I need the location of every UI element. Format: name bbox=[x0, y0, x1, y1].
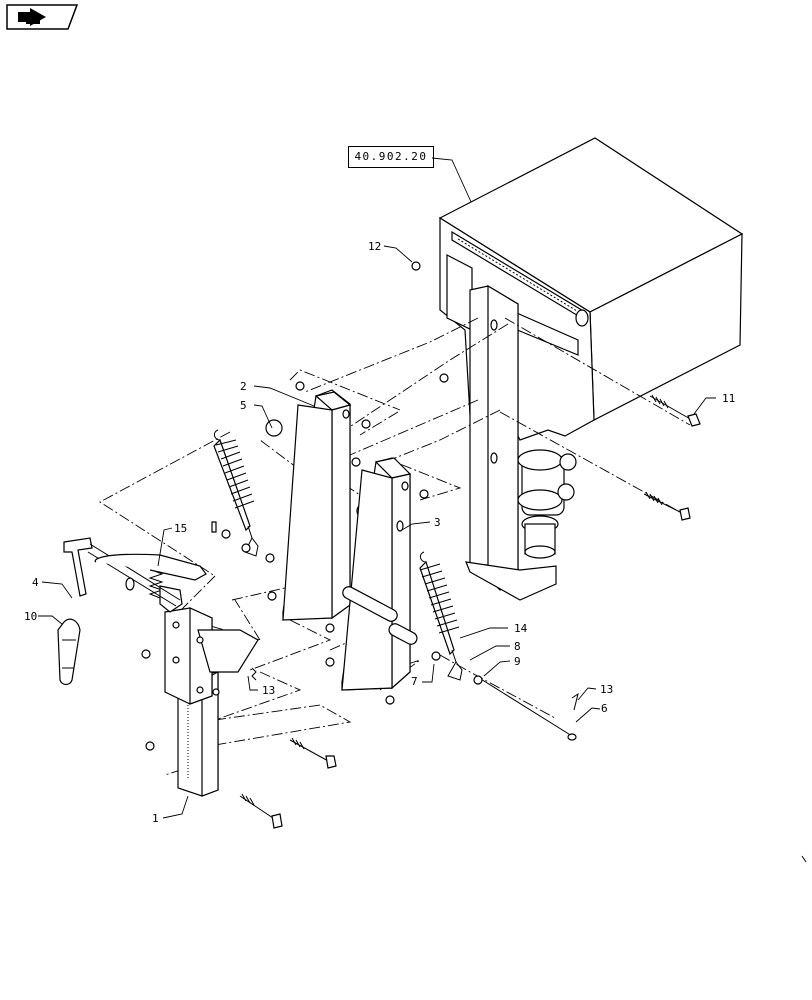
callout-9[interactable]: 9 bbox=[514, 655, 521, 668]
callout-5[interactable]: 5 bbox=[240, 399, 247, 412]
callout-13-right[interactable]: 13 bbox=[600, 683, 613, 696]
reference-label: 40.902.20 bbox=[354, 150, 428, 163]
callout-7[interactable]: 7 bbox=[411, 675, 418, 688]
callout-14[interactable]: 14 bbox=[514, 622, 528, 635]
assembly-guide-lines bbox=[99, 317, 691, 776]
callout-2[interactable]: 2 bbox=[240, 380, 247, 393]
callout-1[interactable]: 1 bbox=[152, 812, 159, 825]
bolt-11 bbox=[649, 394, 701, 427]
reference-leader bbox=[431, 157, 473, 205]
callout-10[interactable]: 10 bbox=[24, 610, 37, 623]
callout-4[interactable]: 4 bbox=[32, 576, 39, 589]
callout-15[interactable]: 15 bbox=[174, 522, 187, 535]
bolt-lower-right bbox=[643, 491, 691, 521]
right-spring bbox=[419, 551, 463, 681]
bolt-lower-left-a bbox=[289, 737, 337, 769]
part-2-bar bbox=[282, 389, 364, 621]
callout-6[interactable]: 6 bbox=[601, 702, 608, 715]
callout-leaders bbox=[38, 245, 716, 819]
left-spring bbox=[213, 429, 259, 557]
handle-rod bbox=[63, 537, 207, 607]
callout-13-left[interactable]: 13 bbox=[262, 684, 275, 697]
grip-part-10 bbox=[57, 618, 81, 686]
callout-3[interactable]: 3 bbox=[434, 516, 441, 529]
bolt-lower-left-b bbox=[239, 793, 283, 829]
back-arrow-icon bbox=[18, 8, 46, 26]
part-3-bar bbox=[341, 457, 412, 691]
callout-11[interactable]: 11 bbox=[722, 392, 735, 405]
callout-8[interactable]: 8 bbox=[514, 640, 521, 653]
part-1-upright bbox=[159, 585, 259, 797]
pin-6 bbox=[475, 675, 577, 741]
back-navigation-button[interactable] bbox=[6, 4, 78, 30]
small-spring-15 bbox=[148, 569, 164, 599]
housing-assembly bbox=[438, 137, 744, 601]
pivot-hub bbox=[517, 449, 577, 559]
reference-label-box[interactable]: 40.902.20 bbox=[348, 146, 434, 168]
callout-12[interactable]: 12 bbox=[368, 240, 381, 253]
